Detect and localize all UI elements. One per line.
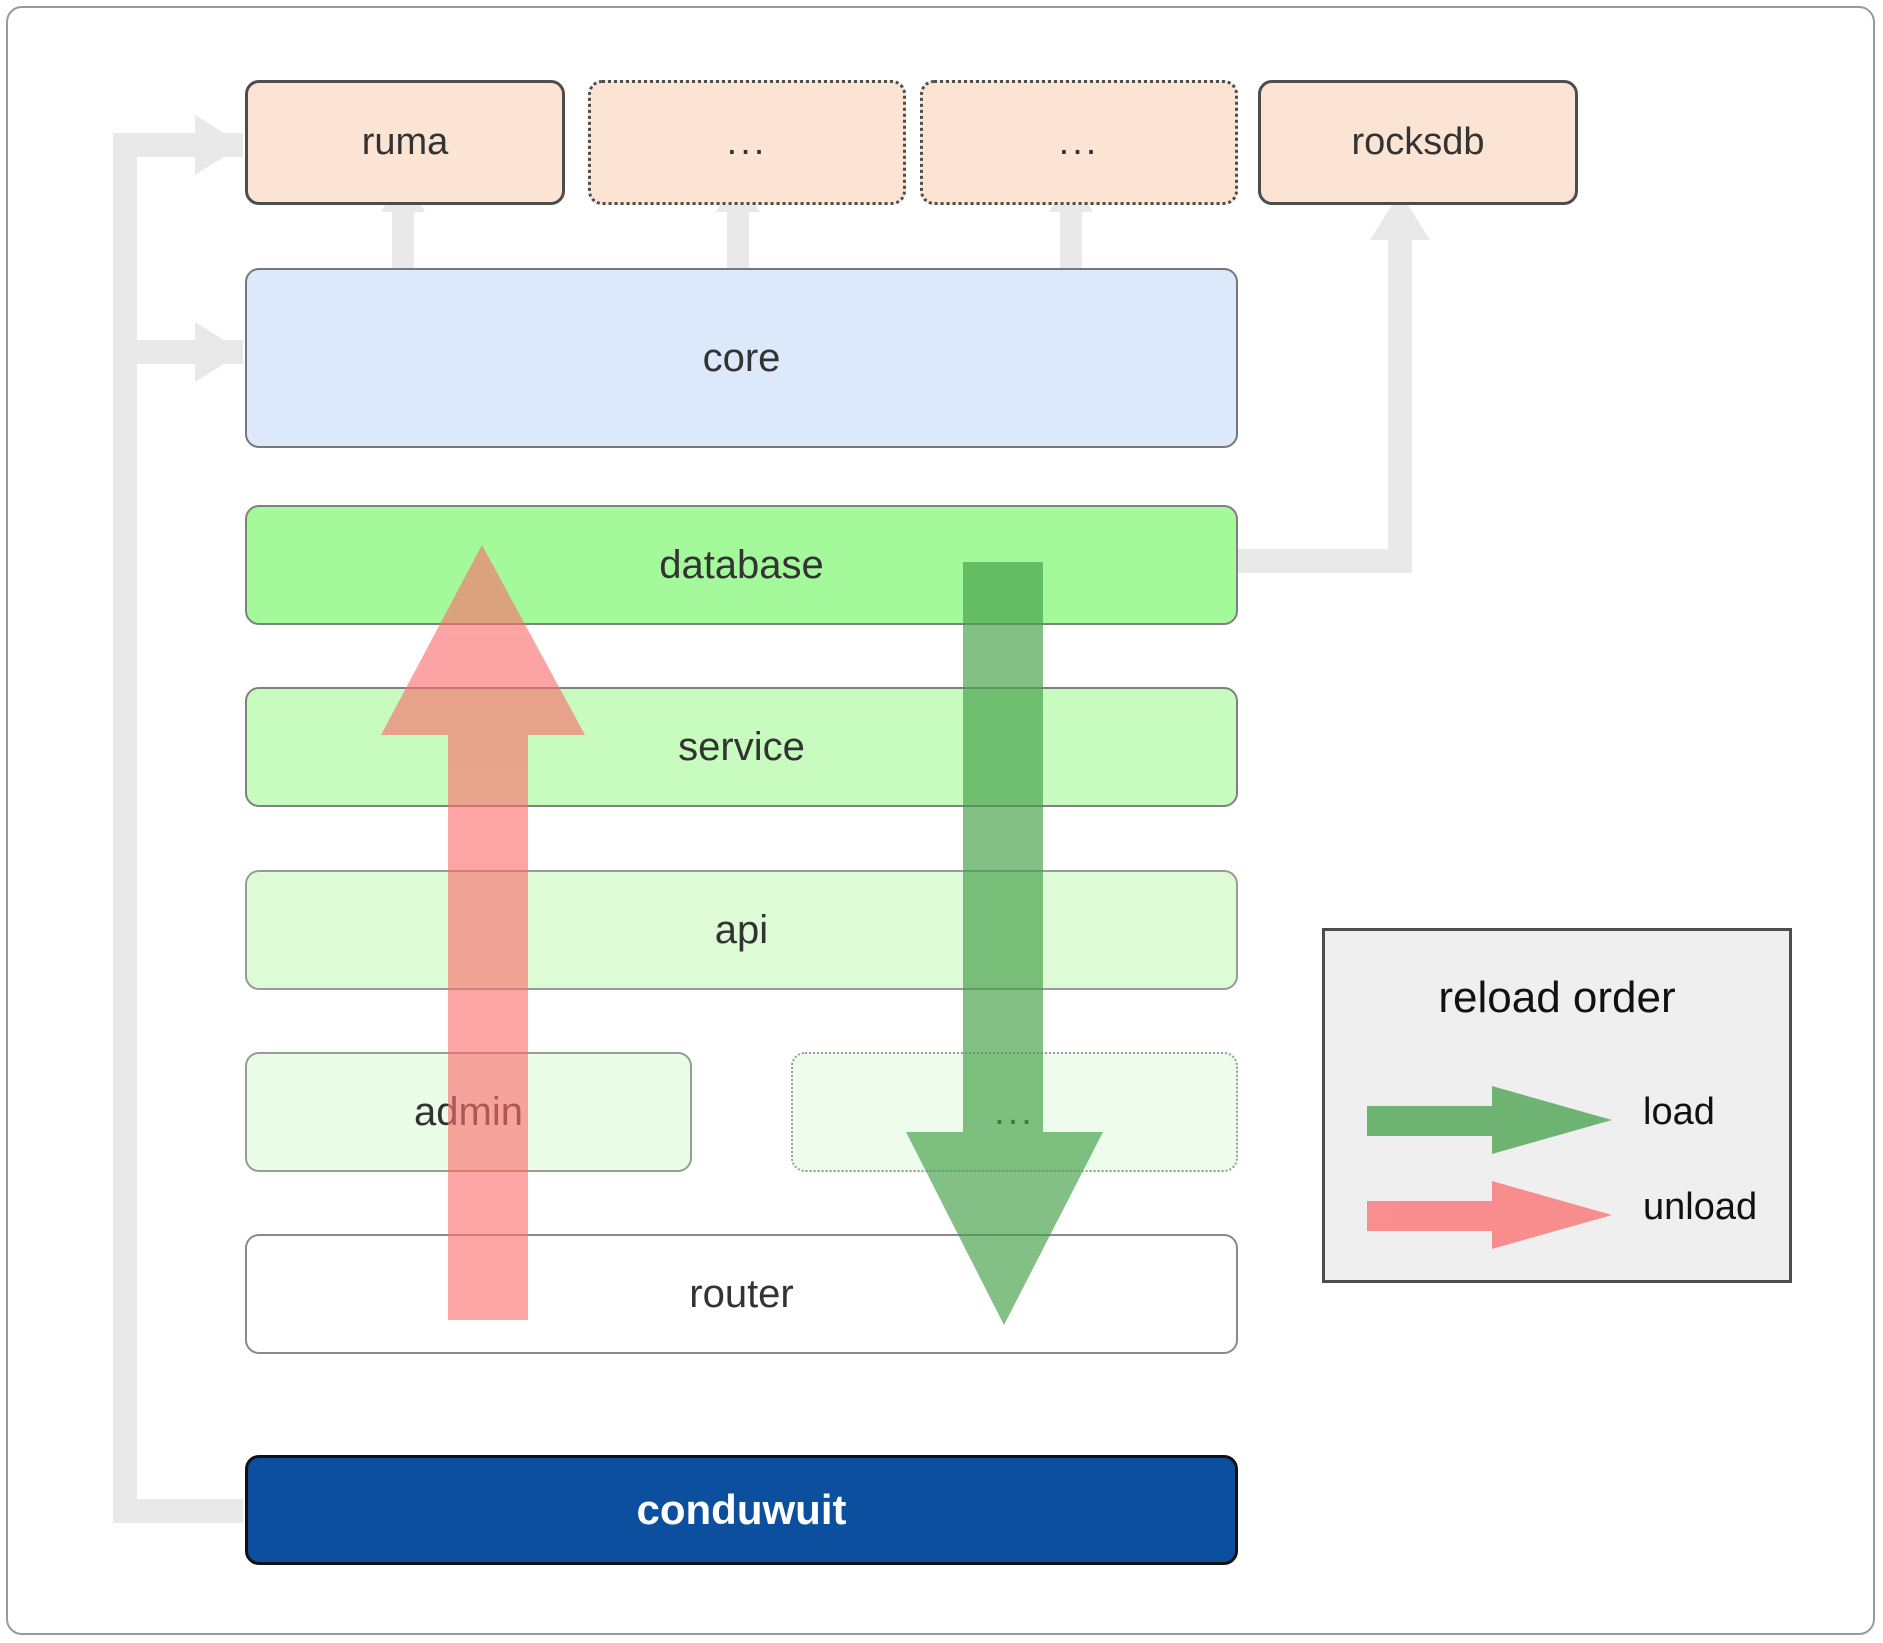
node-rocksdb-label: rocksdb	[1351, 121, 1485, 163]
node-service[interactable]: service	[245, 687, 1238, 807]
node-admin-label: admin	[414, 1089, 523, 1134]
node-api-label: api	[714, 907, 769, 952]
legend-unload-label: unload	[1643, 1186, 1758, 1228]
node-admin[interactable]: admin	[245, 1052, 692, 1172]
legend-load-label: load	[1643, 1091, 1715, 1133]
node-router[interactable]: router	[245, 1234, 1238, 1354]
node-database[interactable]: database	[245, 505, 1238, 625]
legend-unload-arrow-icon	[1367, 1181, 1612, 1249]
node-database-label: database	[659, 542, 824, 587]
node-dep-etc-2[interactable]: ...	[920, 80, 1238, 205]
node-layer-etc[interactable]: ...	[791, 1052, 1238, 1172]
node-ruma-label: ruma	[361, 121, 449, 163]
node-core-label: core	[702, 335, 781, 380]
node-dep-etc-1[interactable]: ...	[588, 80, 906, 205]
diagram-frame	[6, 6, 1875, 1635]
node-conduwuit[interactable]: conduwuit	[245, 1455, 1238, 1565]
legend-load-arrow-icon	[1367, 1086, 1612, 1154]
node-service-label: service	[678, 724, 805, 769]
node-api[interactable]: api	[245, 870, 1238, 990]
node-ruma[interactable]: ruma	[245, 80, 565, 205]
node-conduwuit-label: conduwuit	[636, 1486, 847, 1533]
legend-title: reload order	[1438, 973, 1676, 1022]
node-dep-etc-1-label: ...	[726, 121, 768, 163]
legend-box: reload order load unload	[1322, 928, 1792, 1283]
node-core[interactable]: core	[245, 268, 1238, 448]
node-layer-etc-label: ...	[994, 1090, 1035, 1133]
node-rocksdb[interactable]: rocksdb	[1258, 80, 1578, 205]
node-dep-etc-2-label: ...	[1058, 121, 1100, 163]
node-router-label: router	[689, 1271, 794, 1316]
